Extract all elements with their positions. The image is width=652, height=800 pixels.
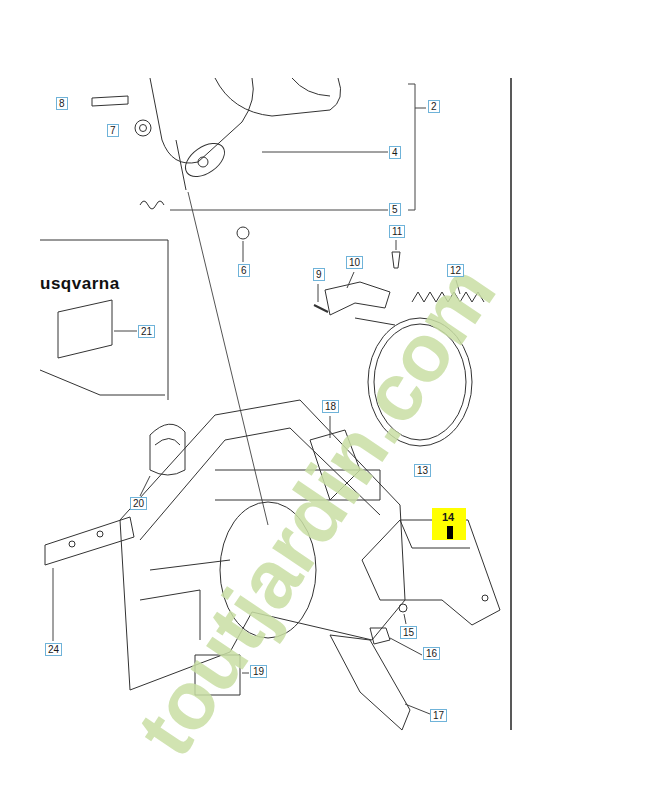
callout-number: 11 [389, 225, 405, 238]
spring [140, 201, 164, 209]
leader-line [404, 614, 406, 624]
bracket [408, 84, 426, 210]
pivot-hole [198, 157, 208, 167]
leader-line [318, 284, 319, 302]
screw [392, 252, 400, 268]
leader-line [390, 638, 422, 655]
nut [135, 120, 151, 136]
leader-line [262, 152, 388, 153]
brake-lever [325, 282, 390, 315]
plate-hole [97, 531, 103, 537]
callout-number: 12 [447, 264, 464, 277]
gear-part [155, 439, 180, 446]
highlight-box [432, 508, 466, 540]
handle-guard [215, 78, 341, 116]
nut-hole [140, 125, 147, 132]
leader-line [243, 241, 244, 262]
decal [58, 300, 112, 358]
callout-number: 5 [389, 203, 401, 216]
panel-outline [40, 370, 165, 395]
guide-hole [482, 595, 488, 601]
leader-line [396, 240, 397, 250]
callout-number: 4 [389, 146, 401, 159]
chain-guide [362, 520, 500, 625]
leader-line [170, 210, 388, 211]
callout-number: 6 [238, 264, 250, 277]
nut [370, 628, 390, 644]
brand-logo: usqvarna [40, 274, 120, 294]
callout-number: 10 [346, 256, 363, 269]
pin [314, 305, 328, 312]
plate-hole [69, 541, 75, 547]
pivot-arm [180, 137, 231, 184]
callout-number: 8 [56, 97, 68, 110]
leader-line [347, 272, 354, 288]
gear-part [150, 424, 185, 475]
leader-line [114, 331, 137, 332]
panel-outline [40, 240, 168, 400]
callout-number: 2 [428, 100, 440, 113]
highlight-bar [447, 526, 453, 539]
handle-edge [176, 140, 186, 190]
callout-number: 19 [250, 665, 267, 678]
callout-number: 18 [322, 400, 339, 413]
callout-number: 7 [107, 124, 119, 137]
bolt [92, 96, 128, 106]
guide-line [188, 192, 268, 525]
callout-number: 14 [440, 511, 456, 523]
callout-number: 16 [423, 647, 440, 660]
callout-number: 20 [130, 497, 147, 510]
handle-guard-edge [292, 78, 330, 96]
callout-number: 9 [313, 268, 325, 281]
leader-line [140, 476, 150, 496]
leader-line [405, 704, 430, 714]
cover-plate [330, 635, 410, 730]
side-plate [45, 517, 134, 565]
callout-number: 24 [45, 643, 62, 656]
screw [237, 227, 249, 239]
screw [399, 604, 407, 612]
leader-line [53, 568, 54, 641]
handle-outline [150, 78, 253, 163]
callout-number: 15 [400, 626, 417, 639]
callout-number: 17 [430, 709, 447, 722]
callout-number: 21 [138, 325, 155, 338]
callout-number: 13 [414, 464, 431, 477]
frame-line [510, 78, 512, 730]
